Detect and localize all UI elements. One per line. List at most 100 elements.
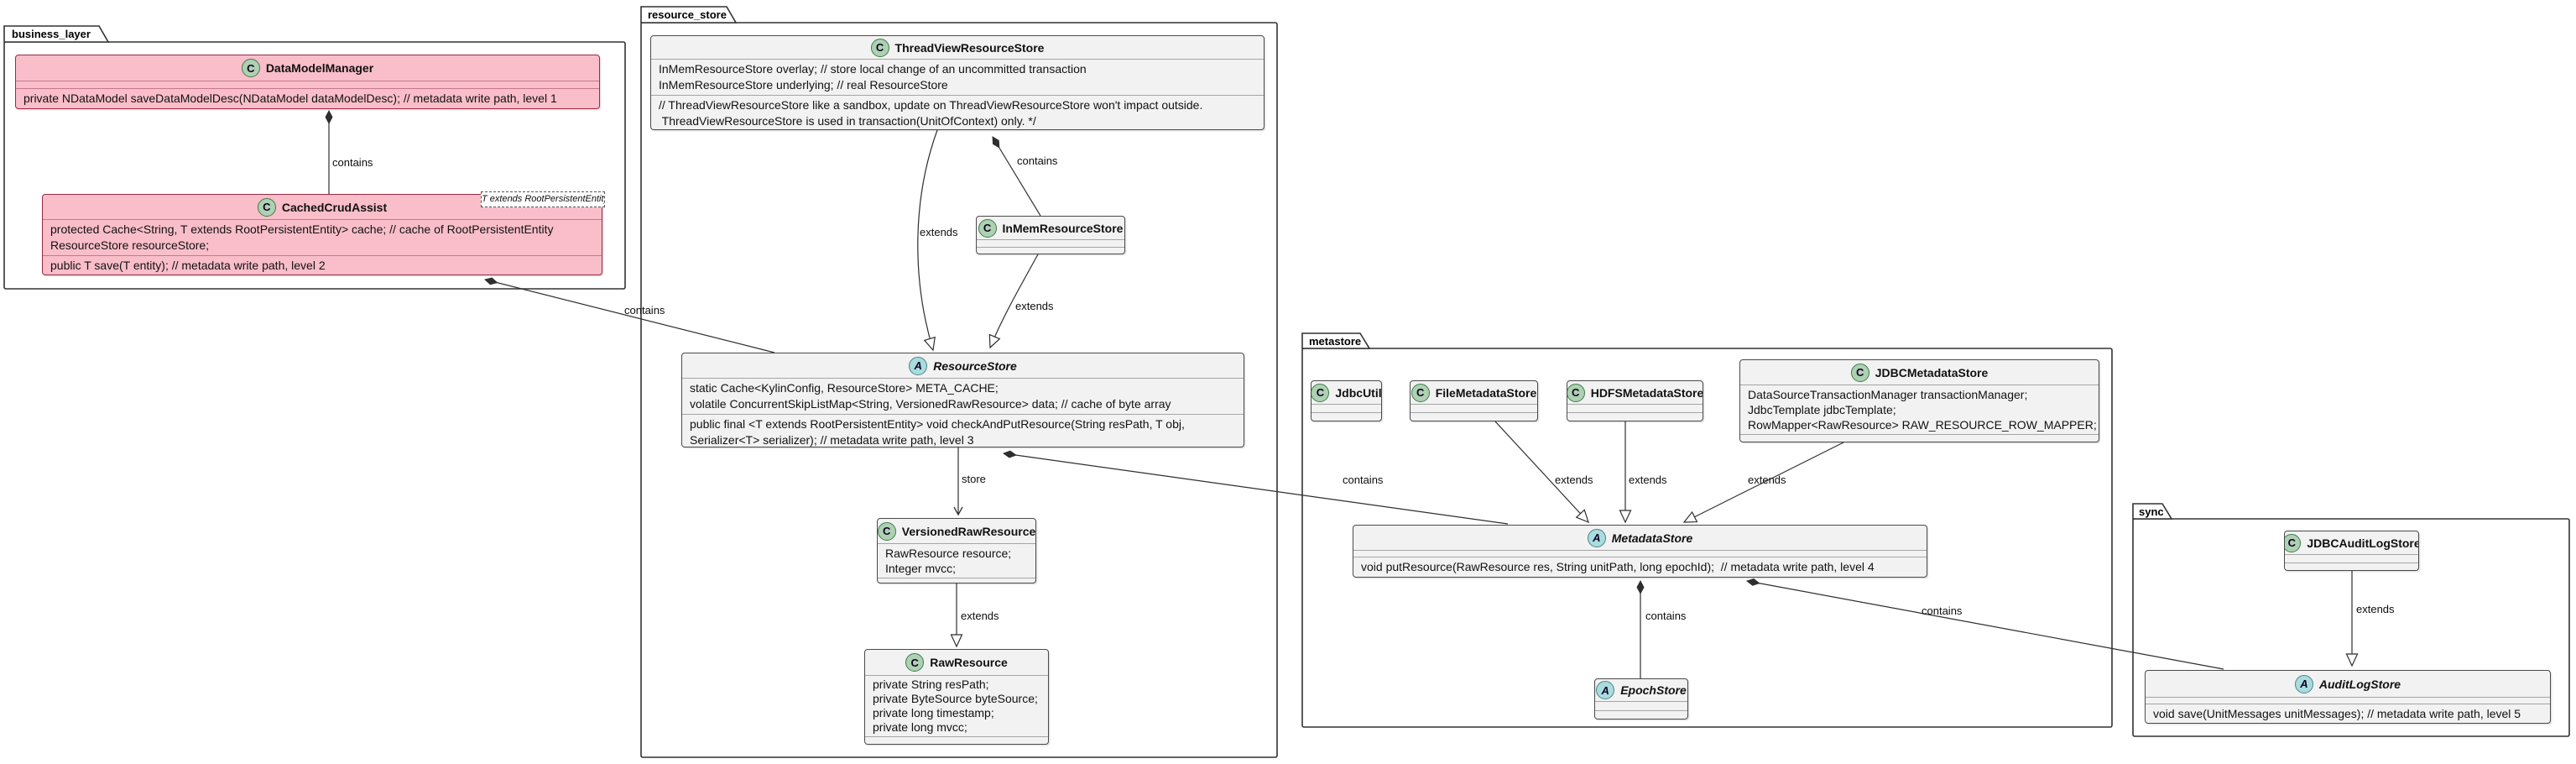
methods-section: [878, 578, 1035, 586]
class-name: FileMetadataStore: [1435, 385, 1537, 400]
class-box-resourcestore: A ResourceStore static Cache<KylinConfig…: [681, 353, 1244, 447]
class-stereotype-icon: C: [870, 38, 889, 57]
edge-inmem-contains-threadview: [992, 136, 1041, 217]
methods-section: public T save(T entity); // metadata wri…: [43, 255, 602, 275]
class-stereotype-icon: C: [878, 521, 896, 541]
package-tab-resource-store: resource_store: [648, 8, 727, 21]
class-stereotype-icon: C: [2285, 533, 2302, 552]
class-name: JDBCMetadataStore: [1875, 365, 1989, 379]
fields-section: [1595, 702, 1687, 710]
edge-label-contains: contains: [1017, 154, 1058, 167]
member-line: InMemResourceStore overlay; // store loc…: [659, 62, 1087, 76]
edge-label-extends: extends: [1629, 474, 1667, 486]
fields-section: InMemResourceStore overlay; // store loc…: [651, 60, 1264, 95]
class-stereotype-icon: C: [1567, 383, 1585, 402]
class-header: C VersionedRawResource: [878, 519, 1035, 544]
abstract-stereotype-icon: A: [909, 356, 928, 375]
class-header: A ResourceStore: [682, 353, 1244, 379]
fields-section: private String resPath; private ByteSour…: [865, 676, 1048, 736]
class-box-jdbcauditlogstore: C JDBCAuditLogStore: [2284, 531, 2419, 571]
class-header: C CachedCrudAssist: [43, 195, 602, 220]
class-box-rawresource: C RawResource private String resPath; pr…: [864, 649, 1049, 745]
class-name: JdbcUtil: [1335, 385, 1381, 400]
class-name: CachedCrudAssist: [281, 200, 388, 214]
class-box-threadviewresourcestore: C ThreadViewResourceStore InMemResourceS…: [650, 35, 1265, 130]
edge-filemetadatastore-extends-metadatastore: [1494, 421, 1589, 524]
methods-section: [1595, 710, 1687, 719]
member-line: public T save(T entity); // metadata wri…: [50, 259, 326, 272]
fields-section: [977, 240, 1124, 247]
member-line: JdbcTemplate jdbcTemplate;: [1748, 403, 1896, 416]
methods-section: [1740, 434, 2099, 442]
abstract-stereotype-icon: A: [1587, 528, 1606, 547]
abstract-stereotype-icon: A: [2294, 674, 2313, 693]
fields-section: [1567, 405, 1703, 412]
methods-section: [2285, 563, 2418, 570]
class-box-inmemresourcestore: C InMemResourceStore: [976, 216, 1125, 254]
class-stereotype-icon: C: [1850, 363, 1869, 382]
class-name: EpochStore: [1620, 683, 1687, 697]
class-stereotype-icon: C: [241, 59, 260, 77]
edge-label-extends: extends: [1015, 300, 1054, 312]
methods-section: void putResource(RawResource res, String…: [1353, 557, 1927, 577]
member-line: void save(UnitMessages unitMessages); //…: [2153, 707, 2521, 720]
methods-section: private NDataModel saveDataModelDesc(NDa…: [16, 88, 599, 108]
member-line: public final <T extends RootPersistentEn…: [690, 417, 1185, 431]
class-header: C InMemResourceStore: [977, 217, 1124, 240]
edge-metadatastore-contains-auditlogstore: [1746, 578, 2224, 670]
member-line: Integer mvcc;: [885, 562, 957, 575]
class-name: HDFSMetadataStore: [1590, 385, 1703, 400]
member-line: static Cache<KylinConfig, ResourceStore>…: [690, 381, 999, 395]
abstract-stereotype-icon: A: [1596, 681, 1615, 699]
methods-section: [1567, 412, 1703, 420]
member-line: InMemResourceStore underlying; // real R…: [659, 78, 948, 92]
fields-section: [2146, 698, 2550, 704]
edge-label-extends: extends: [2356, 603, 2395, 615]
class-name: DataModelManager: [265, 61, 374, 75]
class-box-jdbcmetadatastore: C JDBCMetadataStore DataSourceTransactio…: [1739, 359, 2099, 442]
package-tab-business-layer: business_layer: [12, 28, 91, 40]
class-box-datamodelmanager: C DataModelManager private NDataModel sa…: [15, 55, 600, 109]
class-header: C FileMetadataStore: [1411, 381, 1537, 405]
class-header: A EpochStore: [1595, 679, 1687, 702]
edge-label-extends: extends: [1555, 474, 1593, 486]
class-name: MetadataStore: [1611, 531, 1693, 545]
member-line: private ByteSource byteSource;: [873, 692, 1038, 705]
member-line: ThreadViewResourceStore is used in trans…: [659, 114, 1036, 128]
class-header: C JdbcUtil: [1311, 381, 1381, 405]
member-line: RowMapper<RawResource> RAW_RESOURCE_ROW_…: [1748, 418, 2097, 432]
class-box-auditlogstore: A AuditLogStore void save(UnitMessages u…: [2145, 670, 2551, 724]
methods-section: [1311, 412, 1381, 420]
member-line: void putResource(RawResource res, String…: [1361, 560, 1875, 573]
generic-type-label: T extends RootPersistentEntity: [481, 191, 605, 207]
member-line: // ThreadViewResourceStore like a sandbo…: [659, 98, 1203, 112]
class-name: VersionedRawResource: [901, 524, 1035, 538]
edge-label-store: store: [962, 473, 986, 485]
member-line: protected Cache<String, T extends RootPe…: [50, 222, 554, 236]
member-line: DataSourceTransactionManager transaction…: [1748, 388, 2028, 401]
class-box-cachedcrudassist: C CachedCrudAssist protected Cache<Strin…: [42, 194, 602, 275]
class-name: JDBCAuditLogStore: [2307, 536, 2418, 550]
member-line: private long timestamp;: [873, 706, 994, 720]
fields-section: protected Cache<String, T extends RootPe…: [43, 220, 602, 255]
member-line: private long mvcc;: [873, 720, 967, 734]
member-line: private NDataModel saveDataModelDesc(NDa…: [23, 92, 557, 105]
edge-label-contains: contains: [1343, 474, 1384, 486]
class-box-jdbcutil: C JdbcUtil: [1311, 380, 1382, 421]
class-box-hdfsmetadatastore: C HDFSMetadataStore: [1567, 380, 1703, 421]
class-header: C JDBCMetadataStore: [1740, 360, 2099, 385]
class-name: AuditLogStore: [2318, 677, 2401, 691]
edge-resourcestore-contains-metadatastore: [1003, 450, 1509, 525]
methods-section: public final <T extends RootPersistentEn…: [682, 414, 1244, 450]
methods-section: [865, 736, 1048, 746]
edge-label-contains: contains: [624, 304, 665, 317]
edge-label-extends: extends: [961, 610, 999, 622]
member-line: ResourceStore resourceStore;: [50, 238, 210, 252]
methods-section: [977, 247, 1124, 254]
edge-label-contains: contains: [1922, 604, 1963, 617]
class-stereotype-icon: C: [905, 653, 925, 672]
class-stereotype-icon: C: [978, 218, 997, 238]
edge-threadview-extends-resourcestore: [917, 129, 938, 352]
